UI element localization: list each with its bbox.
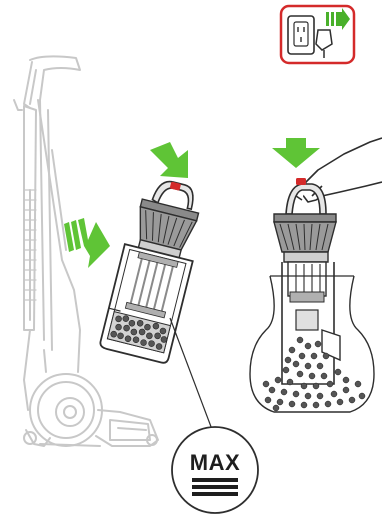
arrow-right-icon bbox=[64, 218, 110, 268]
cyclone-removed bbox=[99, 180, 200, 364]
arrow-down-icon bbox=[150, 142, 188, 178]
max-label: MAX bbox=[190, 450, 240, 475]
unplug-icon bbox=[279, 4, 356, 65]
cyclone-emptying bbox=[273, 178, 341, 385]
bin-bag bbox=[249, 275, 375, 413]
arrow-down-icon-2 bbox=[272, 138, 320, 168]
vacuum-outline bbox=[13, 55, 159, 447]
hand-illustration bbox=[295, 137, 382, 203]
max-fill-icon: MAX bbox=[171, 426, 259, 514]
max-leader-line bbox=[169, 317, 217, 441]
